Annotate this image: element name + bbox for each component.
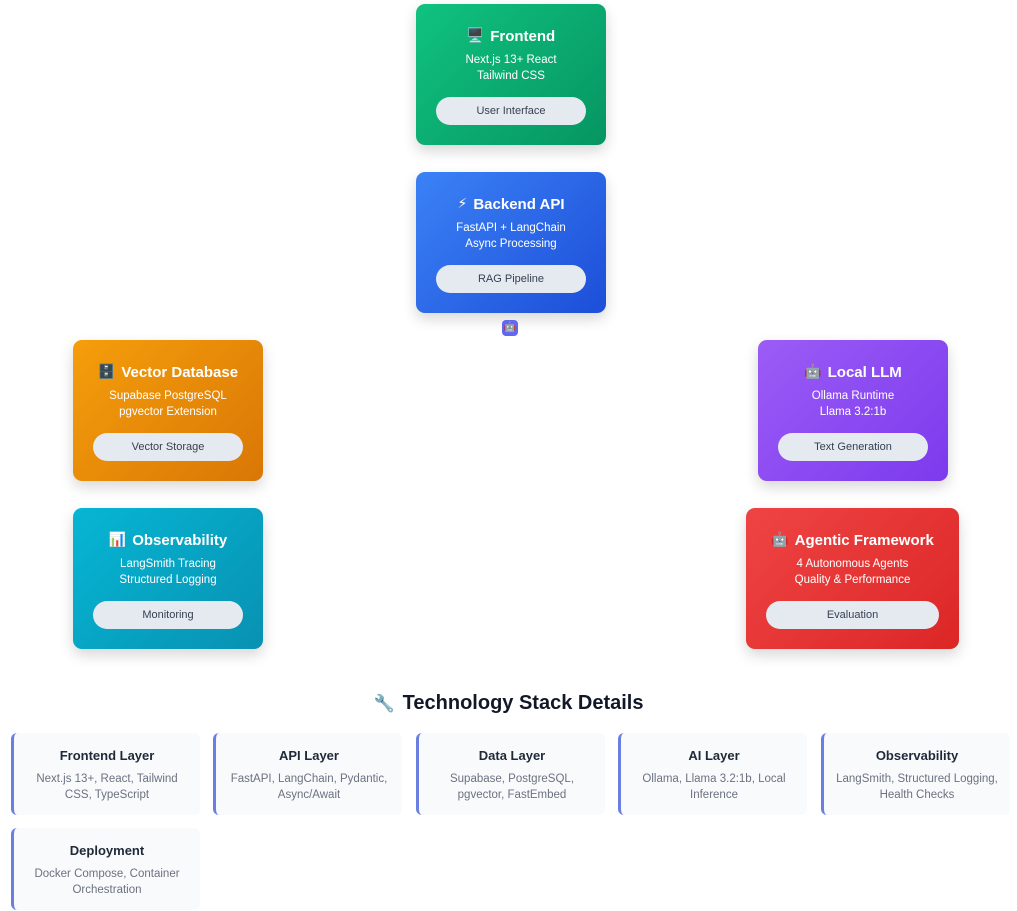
stack-card-description: FastAPI, LangChain, Pydantic, Async/Awai…: [230, 773, 388, 801]
stack-card-observability: Observability LangSmith, Structured Logg…: [821, 733, 1010, 815]
observability-pill: Monitoring: [93, 601, 243, 629]
observability-title: 📊Observability: [108, 531, 228, 549]
agentic-framework-pill: Evaluation: [766, 601, 939, 629]
stack-card-description: Next.js 13+, React, Tailwind CSS, TypeSc…: [36, 773, 178, 801]
stack-card-title: Observability: [875, 748, 959, 763]
stack-card-api-layer: API Layer FastAPI, LangChain, Pydantic, …: [213, 733, 402, 815]
wrench-icon: 🔧: [373, 694, 395, 713]
vector-database-title: 🗄️Vector Database: [97, 363, 239, 381]
stack-card-description: Supabase, PostgreSQL, pgvector, FastEmbe…: [449, 773, 575, 801]
local-llm-pill: Text Generation: [778, 433, 928, 461]
stack-card-frontend-layer: Frontend Layer Next.js 13+, React, Tailw…: [11, 733, 200, 815]
database-icon: 🗄️: [97, 363, 116, 379]
robot-icon: 🤖: [771, 531, 789, 547]
chart-icon: 📊: [108, 531, 127, 547]
vector-database-pill: Vector Storage: [93, 433, 243, 461]
stack-card-description: Ollama, Llama 3.2:1b, Local Inference: [642, 773, 786, 801]
stack-card-ai-layer: AI Layer Ollama, Llama 3.2:1b, Local Inf…: [618, 733, 807, 815]
stack-card-title: Frontend Layer: [59, 748, 155, 763]
frontend-title: 🖥️Frontend: [466, 27, 556, 45]
stack-card-data-layer: Data Layer Supabase, PostgreSQL, pgvecto…: [416, 733, 605, 815]
lightning-icon: ⚡: [457, 195, 468, 211]
backend-title: ⚡Backend API: [457, 195, 565, 213]
stack-card-description: Docker Compose, Container Orchestration: [34, 868, 180, 896]
robot-icon: 🤖: [804, 363, 822, 379]
stack-card-title: API Layer: [279, 748, 339, 763]
monitor-icon: 🖥️: [466, 27, 485, 43]
stack-card-title: Deployment: [69, 843, 145, 858]
local-llm-title: 🤖Local LLM: [804, 363, 902, 381]
stack-section-title: 🔧Technology Stack Details: [373, 692, 644, 714]
backend-pill: RAG Pipeline: [436, 265, 586, 293]
stack-card-title: AI Layer: [688, 748, 740, 763]
robot-icon: 🤖: [502, 320, 518, 336]
agentic-framework-title: 🤖Agentic Framework: [771, 531, 934, 549]
stack-card-description: LangSmith, Structured Logging, Health Ch…: [836, 773, 998, 801]
stack-card-title: Data Layer: [478, 748, 546, 763]
frontend-pill: User Interface: [436, 97, 586, 125]
stack-card-deployment: Deployment Docker Compose, Container Orc…: [11, 828, 200, 910]
